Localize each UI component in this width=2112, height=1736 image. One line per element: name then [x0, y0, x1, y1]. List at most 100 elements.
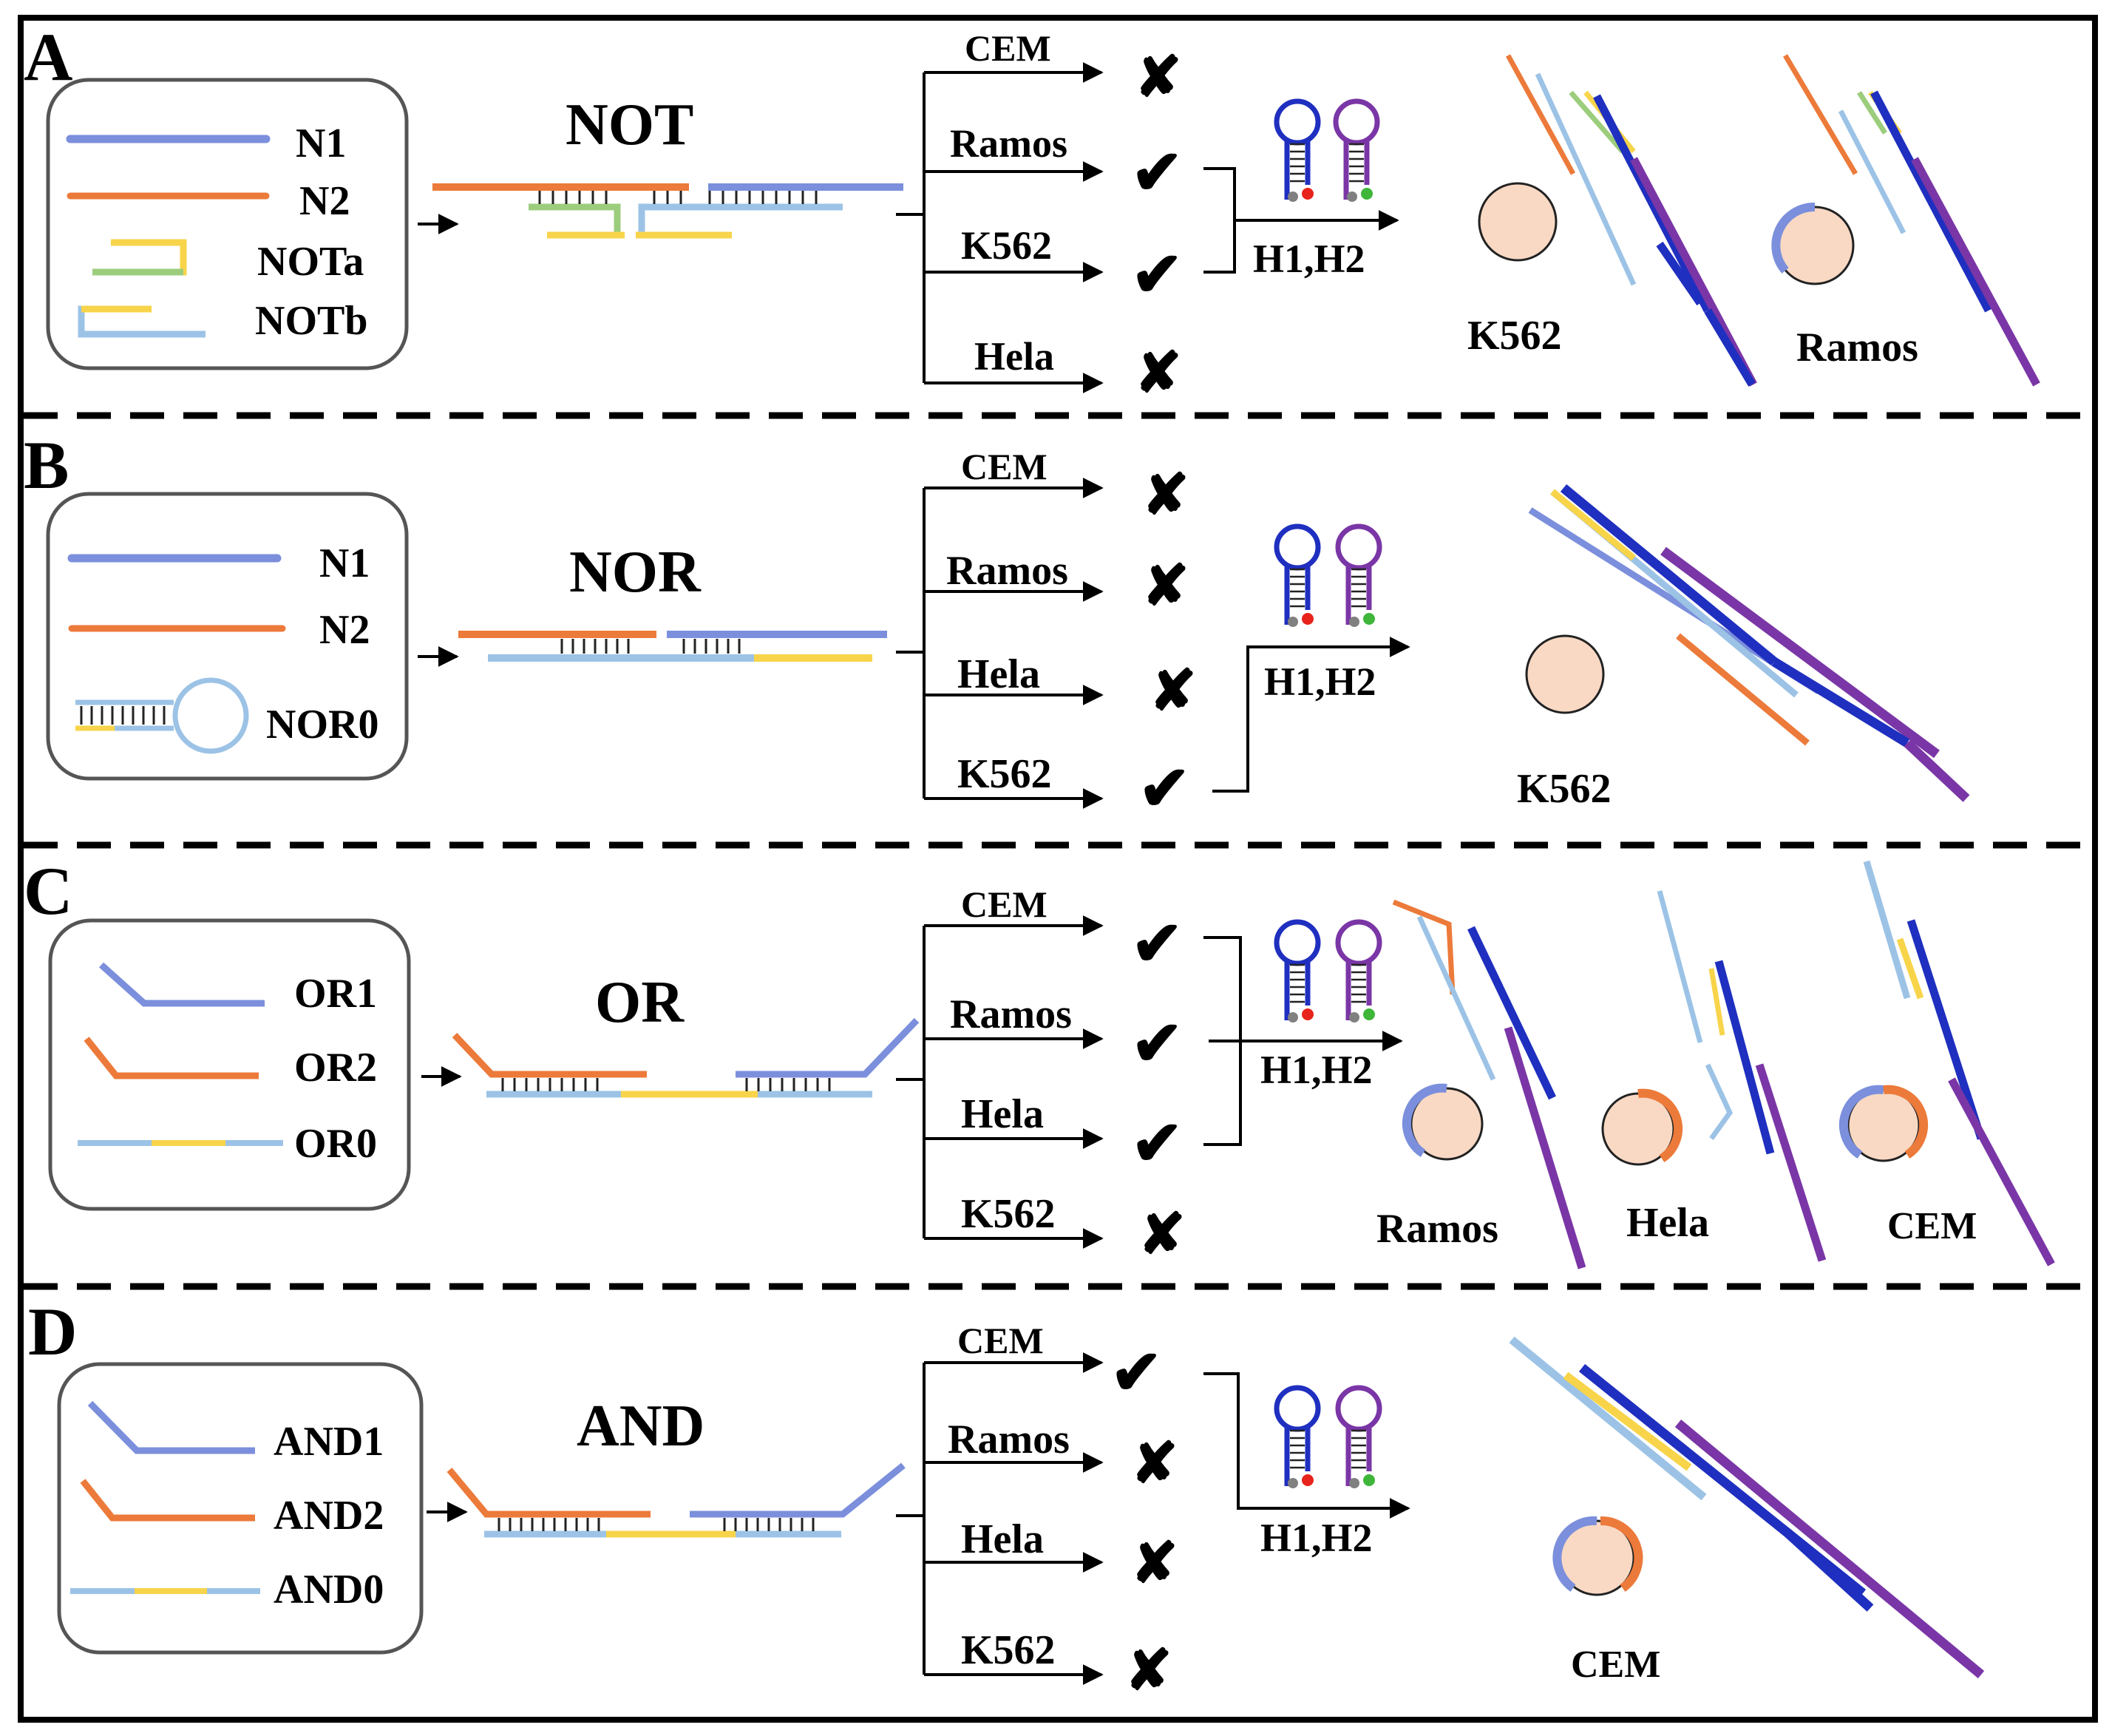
panel-letter: A	[24, 19, 72, 95]
legend-label: OR1	[294, 971, 377, 1017]
cell-label: CEM	[957, 1320, 1044, 1361]
hcr-product-cem	[1509, 1336, 1985, 1679]
gate-name: OR	[595, 970, 685, 1035]
output-cell-label: CEM	[1887, 1205, 1977, 1247]
result-mark: ✘	[1150, 660, 1197, 722]
legend-box	[48, 918, 411, 1211]
result-mark: ✘	[1135, 342, 1182, 404]
result-mark: ✔	[1131, 1110, 1183, 1179]
panel-a: A N1 N2 NOTa NOTb NOT CEM Ramo	[24, 19, 2040, 404]
panel-letter: D	[28, 1294, 77, 1369]
cell-label: K562	[961, 1627, 1056, 1673]
cell-label: Ramos	[950, 121, 1067, 166]
result-mark: ✔	[1138, 755, 1190, 824]
legend-box	[46, 78, 409, 370]
cell-label: K562	[961, 223, 1052, 268]
bound-aptamer-arc	[1883, 1085, 1928, 1159]
cell-label: Hela	[957, 651, 1040, 697]
legend-label: N1	[296, 121, 346, 166]
hairpin-label: H1,H2	[1260, 1516, 1373, 1560]
result-mark: ✔	[1131, 139, 1183, 208]
output-cell-label: Hela	[1626, 1200, 1709, 1246]
legend-label: OR2	[294, 1045, 377, 1091]
hcr-product-k562	[1528, 484, 1970, 802]
positive-merge-arrow	[1203, 936, 1401, 1146]
gate-complex-or	[452, 1017, 920, 1098]
legend-label: AND2	[274, 1493, 384, 1539]
positive-merge-arrow	[1203, 1372, 1410, 1519]
legend-strand-and1	[87, 1400, 255, 1454]
figure-border	[18, 15, 2098, 1723]
gate-complex-not	[432, 183, 903, 239]
cell-label: Hela	[961, 1091, 1044, 1137]
cell-label: CEM	[961, 884, 1047, 925]
result-mark: ✘	[1131, 1433, 1178, 1495]
cell-label: Hela	[974, 334, 1054, 379]
cell-label: Ramos	[950, 991, 1072, 1037]
hcr-product-ramos	[1782, 54, 2040, 387]
positive-merge-arrow	[1212, 637, 1410, 793]
legend-box	[57, 1362, 424, 1655]
hairpin-h2-icon	[1335, 1385, 1382, 1488]
positive-merge-arrow	[1203, 167, 1397, 274]
panel-letter: B	[24, 427, 69, 503]
bound-aptamer-arc	[1402, 1083, 1447, 1158]
hairpin-h2-icon	[1335, 523, 1382, 627]
result-mark: ✘	[1142, 555, 1189, 617]
legend-box	[46, 492, 409, 781]
gate-name: NOR	[569, 540, 702, 605]
legend-strand-nota-yellow	[92, 239, 187, 276]
gate-complex-and	[446, 1462, 906, 1538]
legend-strand-or2	[84, 1037, 259, 1079]
bound-aptamer-arc	[1600, 1516, 1643, 1592]
hairpin-h2-icon	[1333, 98, 1380, 202]
hairpin-label: H1,H2	[1260, 1048, 1373, 1092]
result-mark: ✔	[1110, 1339, 1162, 1408]
gate-complex-nor	[458, 631, 887, 662]
cell-label: CEM	[965, 27, 1051, 69]
gate-name: AND	[577, 1394, 704, 1459]
hcr-product-k562	[1505, 54, 1757, 387]
result-mark: ✘	[1125, 1640, 1172, 1702]
bound-aptamer-arc	[1552, 1516, 1597, 1592]
bound-aptamer-arc	[1771, 202, 1816, 274]
legend-strand-notb	[78, 305, 206, 338]
cell-label: Ramos	[948, 1417, 1070, 1462]
legend-label: NOTb	[255, 298, 368, 344]
panel-d: D AND1 AND2 AND0 AND CEM Ramos Hela K562…	[28, 1294, 1985, 1702]
legend-label: N2	[299, 178, 350, 224]
legend-strand-or1	[98, 962, 265, 1007]
gate-name: NOT	[566, 92, 693, 157]
result-mark: ✔	[1131, 241, 1183, 310]
result-mark: ✘	[1131, 1533, 1178, 1595]
hairpin-label: H1,H2	[1264, 660, 1376, 704]
cell-label: K562	[961, 1191, 1056, 1237]
cell-icon-k562	[1478, 182, 1558, 262]
output-cell-label: CEM	[1571, 1644, 1660, 1686]
result-mark: ✘	[1138, 1204, 1186, 1266]
result-mark: ✘	[1142, 464, 1189, 526]
bound-aptamer-arc	[1637, 1088, 1683, 1163]
cell-label: Hela	[961, 1516, 1044, 1562]
legend-label: AND0	[274, 1567, 384, 1613]
output-cell-label: K562	[1467, 313, 1562, 359]
cell-label: K562	[957, 751, 1052, 797]
output-cell-label: Ramos	[1376, 1206, 1498, 1252]
hairpin-h1-icon	[1274, 98, 1321, 202]
hairpin-label: H1,H2	[1253, 237, 1365, 281]
result-mark: ✔	[1131, 1010, 1183, 1079]
hcr-product-hela	[1657, 890, 1827, 1262]
legend-label: NOTa	[257, 239, 364, 285]
legend-label: N1	[319, 540, 370, 586]
cell-label: CEM	[961, 446, 1047, 487]
hairpin-h1-icon	[1274, 1385, 1321, 1488]
output-cell-label: Ramos	[1796, 325, 1918, 370]
panel-c: C OR1 OR2 OR0 OR CEM Ramos Hela K562 ✔ ✔	[24, 853, 2055, 1269]
legend-label: OR0	[294, 1121, 377, 1167]
result-mark: ✔	[1131, 910, 1183, 979]
bound-aptamer-arc	[1839, 1085, 1884, 1159]
hairpin-h1-icon	[1274, 919, 1321, 1023]
result-mark: ✘	[1135, 47, 1182, 109]
